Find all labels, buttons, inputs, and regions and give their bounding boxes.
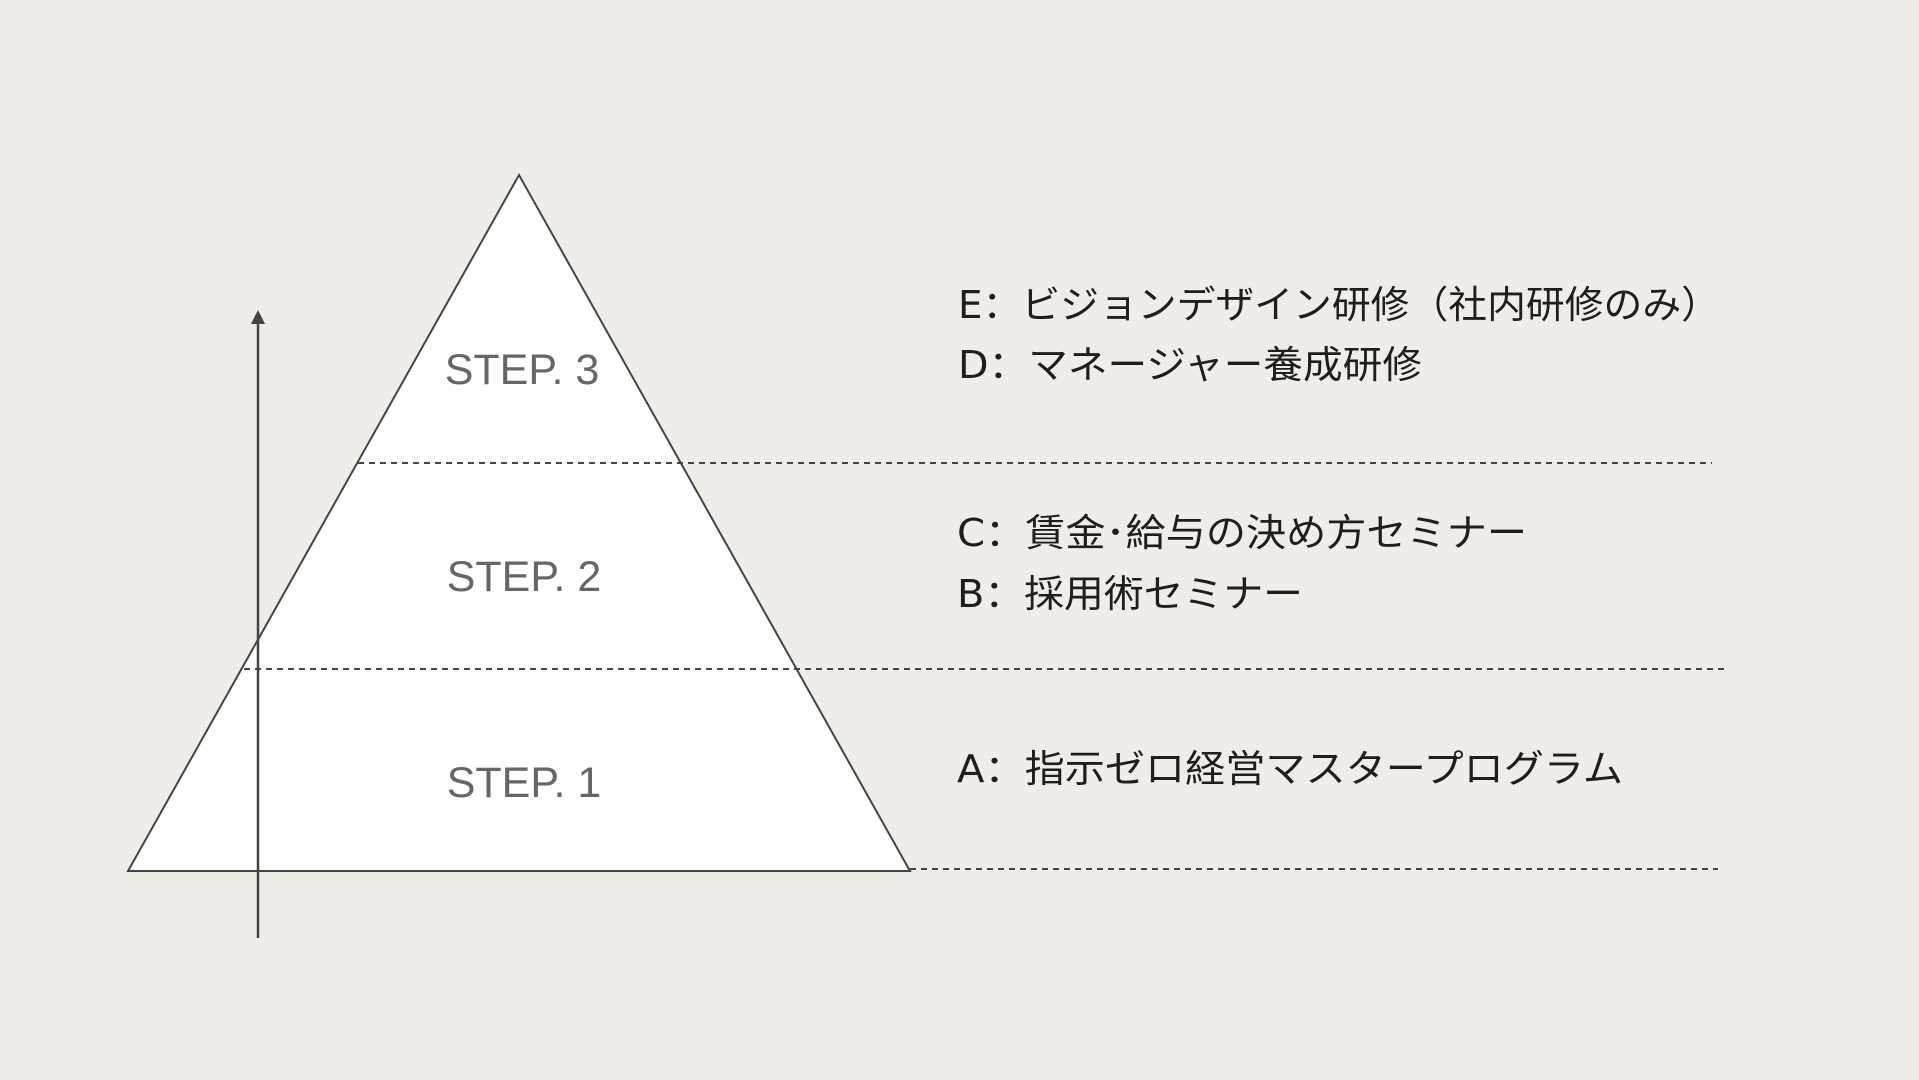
program-b: B：採用術セミナー <box>957 572 1303 616</box>
pyramid-triangle <box>126 172 912 872</box>
program-c: C：賃金･給与の決め方セミナー <box>957 511 1527 555</box>
program-d: D：マネージャー養成研修 <box>958 343 1422 387</box>
arrow-up-icon <box>251 310 265 324</box>
step-label-3: STEP. 3 <box>445 346 600 394</box>
program-e: E：ビジョンデザイン研修（社内研修のみ） <box>958 283 1720 327</box>
program-a: A：指示ゼロ経営マスタープログラム <box>957 747 1623 791</box>
step-label-2: STEP. 2 <box>447 553 602 601</box>
step-label-1: STEP. 1 <box>447 759 602 807</box>
